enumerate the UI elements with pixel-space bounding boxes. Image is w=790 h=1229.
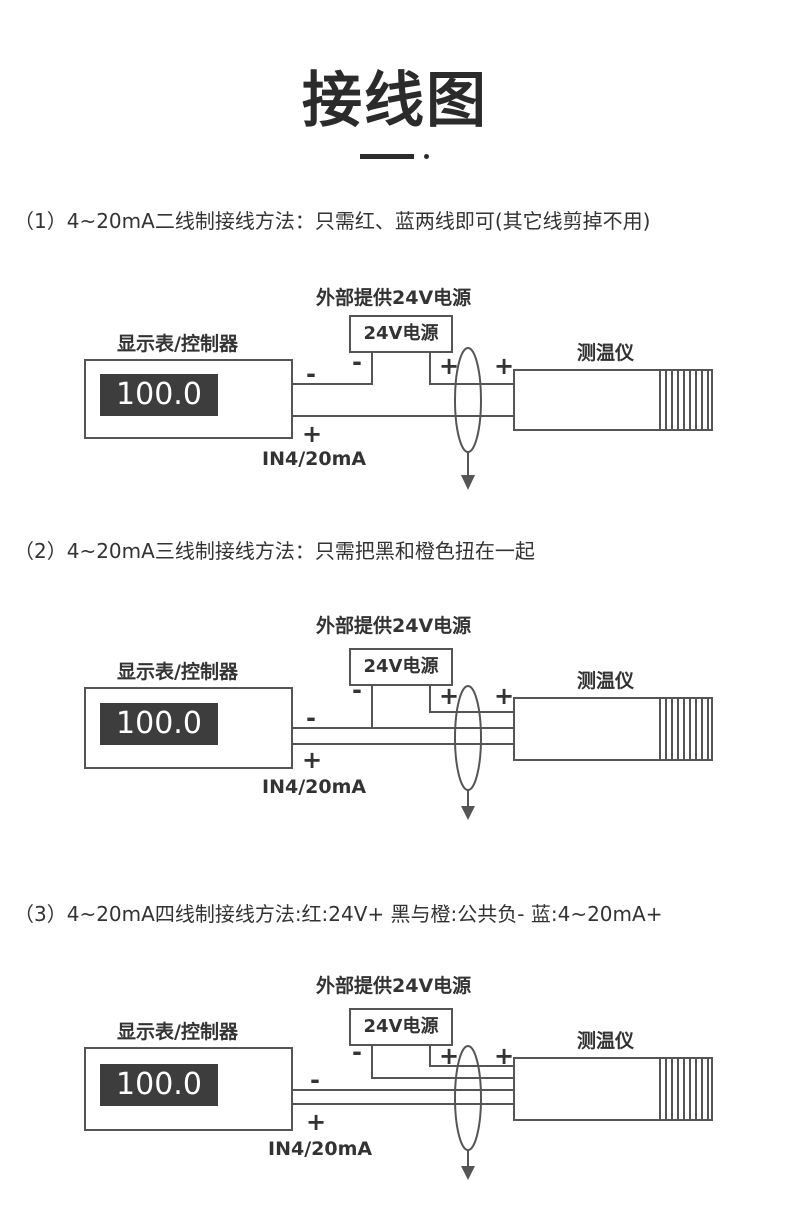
wiring-diagram-3wire: 外部提供24V电源 24V电源 显示表/控制器 100.0 测温仪 IN4/20…	[0, 608, 790, 868]
sensor-plus-sign: +	[494, 682, 515, 710]
wires-2wire	[292, 350, 514, 417]
sensor-body	[513, 697, 713, 761]
psu-box: 24V电源	[349, 315, 453, 353]
psu-plus-sign: +	[439, 1042, 460, 1070]
display-readout: 100.0	[100, 374, 218, 416]
sensor-fins	[659, 370, 709, 430]
wiring-diagram-4wire: 外部提供24V电源 24V电源 显示表/控制器 100.0 测温仪 IN4/20…	[0, 968, 790, 1228]
wiring-diagram-2wire: 外部提供24V电源 24V电源 显示表/控制器 100.0 测温仪 IN4/20…	[0, 280, 790, 540]
display-minus-sign: -	[306, 360, 316, 388]
display-plus-sign: +	[302, 746, 323, 774]
display-box	[84, 359, 293, 439]
display-readout: 100.0	[100, 703, 218, 745]
sensor-label: 测温仪	[577, 1030, 635, 1052]
psu-plus-sign: +	[439, 352, 460, 380]
psu-box: 24V电源	[349, 1008, 453, 1046]
psu-minus-sign: -	[352, 676, 362, 704]
ground-arrow-icon	[461, 806, 475, 820]
display-label: 显示表/控制器	[117, 1021, 238, 1043]
input-label: IN4/20mA	[268, 1138, 373, 1160]
sensor-fins	[659, 1058, 709, 1120]
title-dot	[424, 154, 429, 159]
psu-box: 24V电源	[349, 648, 453, 686]
display-plus-sign: +	[302, 420, 323, 448]
external-power-label: 外部提供24V电源	[316, 615, 472, 637]
display-readout: 100.0	[100, 1064, 218, 1106]
section-1-heading: （1）4~20mA二线制接线方法：只需红、蓝两线即可(其它线剪掉不用)	[14, 209, 651, 233]
ground-arrow-icon	[461, 1166, 475, 1180]
psu-minus-sign: -	[352, 1038, 362, 1066]
display-minus-sign: -	[310, 1066, 320, 1094]
ground-arrow-icon	[461, 475, 475, 490]
sensor-body	[513, 369, 713, 431]
title-underline	[360, 154, 414, 159]
input-label: IN4/20mA	[262, 776, 367, 798]
wires-3wire	[292, 684, 514, 745]
display-minus-sign: -	[306, 704, 316, 732]
wires-4wire	[292, 1044, 514, 1105]
wiring-lines-2wire	[84, 347, 713, 490]
wiring-lines-3wire	[84, 684, 713, 820]
external-power-label: 外部提供24V电源	[316, 975, 472, 997]
sensor-plus-sign: +	[494, 1042, 515, 1070]
wiring-lines-4wire	[84, 1044, 713, 1180]
page-title: 接线图	[302, 66, 488, 136]
display-plus-sign: +	[306, 1108, 327, 1136]
sensor-plus-sign: +	[494, 352, 515, 380]
display-label: 显示表/控制器	[117, 661, 238, 683]
psu-plus-sign: +	[439, 682, 460, 710]
section-2-heading: （2）4~20mA三线制接线方法：只需把黑和橙色扭在一起	[14, 539, 535, 563]
sensor-label: 测温仪	[577, 670, 635, 692]
sensor-fins	[659, 698, 709, 760]
psu-minus-sign: -	[352, 348, 362, 376]
section-3-heading: （3）4~20mA四线制接线方法:红:24V+ 黑与橙:公共负- 蓝:4~20m…	[14, 902, 663, 926]
external-power-label: 外部提供24V电源	[316, 287, 472, 309]
display-label: 显示表/控制器	[117, 333, 238, 355]
sensor-label: 测温仪	[577, 342, 635, 364]
input-label: IN4/20mA	[262, 448, 367, 470]
sensor-body	[513, 1057, 713, 1121]
